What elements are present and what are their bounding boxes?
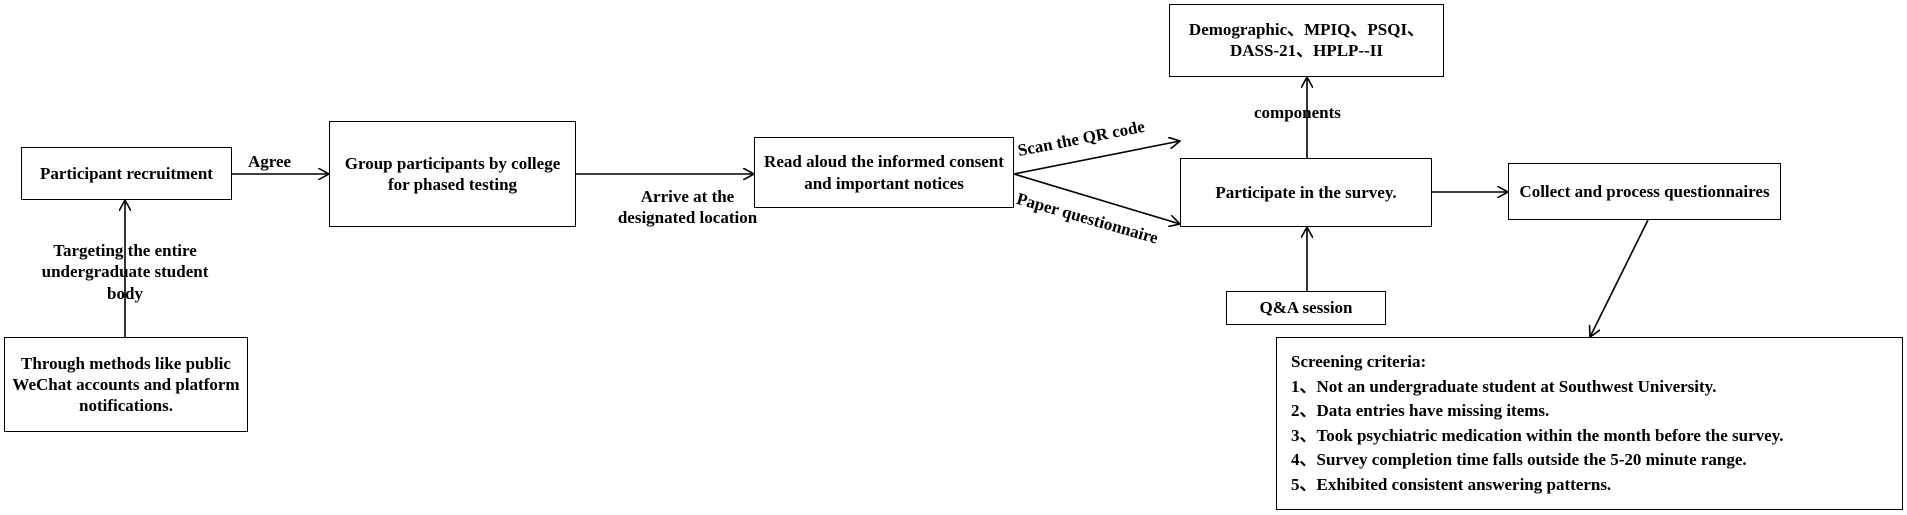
screening-criterion: 2、Data entries have missing items. xyxy=(1291,401,1550,420)
arrow-scan-qr xyxy=(1013,141,1180,175)
label-targeting: Targeting the entire undergraduate stude… xyxy=(41,241,209,303)
participate-survey-box: Participate in the survey. xyxy=(1180,158,1432,227)
screening-criterion: 3、Took psychiatric medication within the… xyxy=(1291,425,1784,445)
qa-session-box: Q&A session xyxy=(1226,291,1386,325)
collect-questionnaires-box: Collect and process questionnaires xyxy=(1508,163,1781,220)
participant-recruitment-box: Participant recruitment xyxy=(21,147,232,200)
group-participants-box: Group participants by college for phased… xyxy=(329,121,576,227)
screening-criterion: 4、Survey completion time falls outside t… xyxy=(1291,450,1747,469)
screening-criterion: 5、Exhibited consistent answering pattern… xyxy=(1291,474,1612,494)
label-arrive: Arrive at the designated location xyxy=(617,187,758,228)
screening-criteria-title: Screening criteria: xyxy=(1291,352,1427,371)
informed-consent-box: Read aloud the informed consent and impo… xyxy=(754,137,1014,208)
label-components: components xyxy=(1254,103,1341,122)
survey-components-box: Demographic、MPIQ、PSQI、DASS-21、HPLP--II xyxy=(1169,4,1444,77)
screening-criterion: 1、Not an undergraduate student at Southw… xyxy=(1291,376,1717,396)
screening-criteria-box: Screening criteria: 1、Not an undergradua… xyxy=(1276,337,1903,510)
arrow-paper-questionnaire xyxy=(1013,173,1180,224)
recruitment-methods-box: Through methods like public WeChat accou… xyxy=(4,337,248,432)
arrow-collect-to-criteria xyxy=(1590,219,1649,337)
label-agree: Agree xyxy=(248,152,292,171)
